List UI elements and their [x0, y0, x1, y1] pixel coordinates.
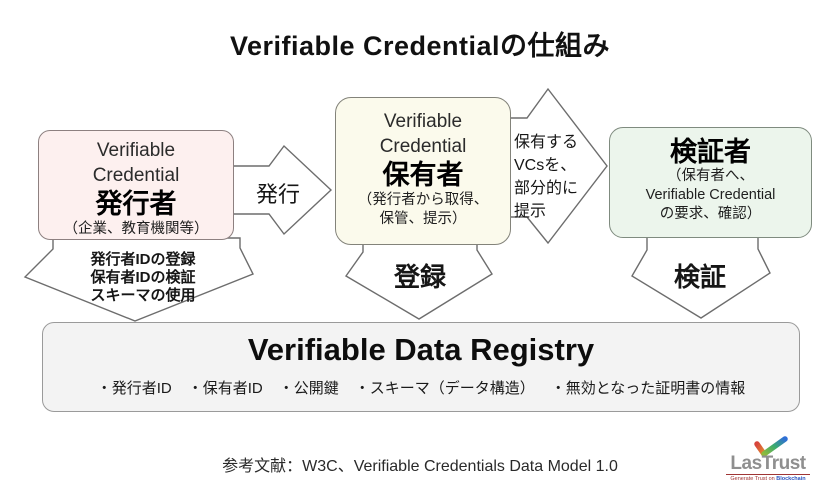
- register-arrow-label: 登録: [393, 262, 446, 292]
- logo-wordmark: LasTrust: [730, 453, 806, 474]
- verifier-note-line2: Verifiable Credential: [645, 187, 776, 203]
- issuer-note: （企業、教育機関等）: [63, 221, 209, 237]
- verifier-note-line1: （保有者へ、: [667, 168, 754, 184]
- registry-item: ・発行者ID: [96, 380, 172, 397]
- registry-item-list: ・発行者ID ・保有者ID ・公開鍵 ・スキーマ（データ構造） ・無効となった証…: [43, 377, 799, 398]
- issuer-down-label-line3: スキーマの使用: [90, 287, 196, 304]
- logo-tagline-prefix: Generate Trust on: [730, 476, 777, 482]
- verifier-role: 検証者: [670, 137, 751, 167]
- holder-note-line1: （発行者から取得、: [357, 192, 489, 208]
- issuer-down-label-line1: 発行者IDの登録: [90, 251, 196, 268]
- present-arrow-label-line3: 部分的に: [514, 180, 579, 197]
- issuer-role: 発行者: [95, 189, 177, 219]
- issue-arrow-label: 発行: [255, 182, 300, 207]
- issuer-box: Verifiable Credential 発行者 （企業、教育機関等）: [38, 130, 234, 240]
- present-arrow-label-line2: VCsを、: [514, 157, 577, 174]
- page-title: Verifiable Credentialの仕組み: [229, 31, 611, 61]
- registry-title: Verifiable Data Registry: [247, 332, 595, 367]
- present-arrow-label-line1: 保有する: [514, 134, 579, 151]
- logo-tagline-highlight: Blockchain: [776, 476, 806, 482]
- issuer-down-label-line2: 保有者IDの検証: [90, 269, 196, 286]
- registry-item: ・無効となった証明書の情報: [550, 380, 746, 397]
- verifier-box: 検証者 （保有者へ、 Verifiable Credential の要求、確認）: [609, 127, 812, 238]
- issuer-vc-line1: Verifiable: [96, 140, 176, 161]
- logo-tagline: Generate Trust on Blockchain: [726, 474, 810, 482]
- verifier-note-line3: の要求、確認）: [659, 206, 762, 222]
- present-arrow-icon: [507, 87, 608, 245]
- present-arrow-label: 保有する VCsを、 部分的に 提示: [514, 131, 604, 223]
- holder-note-line2: 保管、提示）: [379, 211, 467, 227]
- registry-item: ・公開鍵: [278, 380, 339, 397]
- issuer-down-arrow-icon: [23, 237, 254, 322]
- verify-arrow-label: 検証: [673, 262, 726, 292]
- verifier-down-arrow-icon: [631, 235, 771, 319]
- reference-text: 参考文献：W3C、Verifiable Credentials Data Mod…: [222, 458, 618, 475]
- issuer-vc-line2: Credential: [92, 165, 180, 186]
- holder-vc-line1: Verifiable: [383, 111, 463, 132]
- verifiable-data-registry-box: Verifiable Data Registry ・発行者ID ・保有者ID ・…: [42, 322, 800, 412]
- present-arrow-label-line4: 提示: [514, 203, 547, 220]
- registry-item: ・保有者ID: [187, 380, 263, 397]
- registry-item: ・スキーマ（データ構造）: [354, 380, 535, 397]
- lastrust-logo: LasTrust Generate Trust on Blockchain: [726, 436, 810, 484]
- issuer-down-arrow-label: 発行者IDの登録 保有者IDの検証 スキーマの使用: [53, 251, 233, 305]
- issue-arrow-icon: [231, 144, 333, 236]
- holder-vc-line2: Credential: [379, 136, 467, 157]
- holder-box: Verifiable Credential 保有者 （発行者から取得、 保管、提…: [335, 97, 511, 245]
- checkmark-icon: [754, 436, 788, 457]
- holder-role: 保有者: [382, 160, 464, 190]
